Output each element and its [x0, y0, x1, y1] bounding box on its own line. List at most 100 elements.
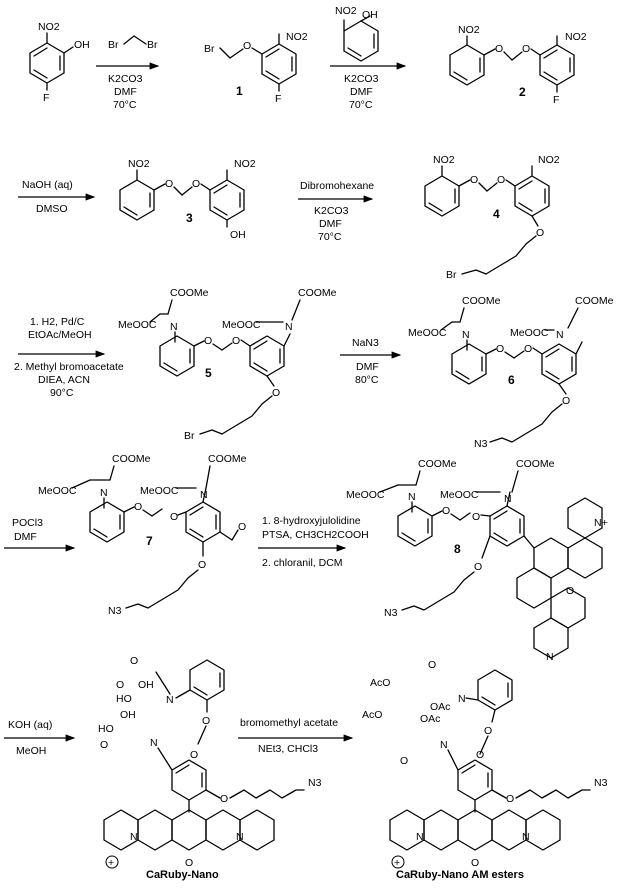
cond-s2-a: K2CO3: [344, 73, 379, 85]
label-aco-10b: AcO: [362, 709, 382, 721]
label-o-10a: O: [428, 659, 436, 671]
label-n-5a: N: [170, 321, 178, 333]
cond-s4-b: K2CO3: [314, 205, 349, 217]
label-meooc-8b: MeOOC: [440, 489, 479, 501]
label-n-8c: N: [546, 651, 554, 663]
label-n-9d: N: [236, 831, 244, 843]
cond-s3-b: DMSO: [36, 203, 68, 215]
label-o-2a: O: [495, 43, 503, 55]
label-no2-2a: NO2: [458, 24, 480, 36]
label-no2-1: NO2: [286, 31, 308, 43]
label-o-8a: O: [442, 505, 450, 517]
label-o-5c: O: [272, 387, 280, 399]
label-n3-7: N3: [108, 605, 122, 617]
label-o-8c: O: [474, 561, 482, 573]
label-meooc-5a: MeOOC: [118, 319, 157, 331]
label-oh-3: OH: [230, 229, 246, 241]
label-n-6a: N: [462, 329, 470, 341]
label-meooc-7b: MeOOC: [140, 485, 179, 497]
cond-s1-c: 70°C: [113, 99, 137, 111]
label-n-6b: N: [556, 329, 564, 341]
caruby-nano-am-esters-structure: N O AcO OAc O O N AcO OAc O O N3 O N N +: [362, 659, 608, 869]
compound-3-structure: NO2 O O NO2 OH: [119, 158, 256, 241]
cond-s10-b: NEt3, CHCl3: [258, 743, 318, 755]
cond-s5-c: 2. Methyl bromoacetate: [14, 361, 124, 373]
label-coome-8a: COOMe: [418, 458, 457, 470]
reagent-dibromoethane: Br Br: [108, 35, 158, 51]
label-ho-9a: HO: [116, 693, 132, 705]
label-meooc-6b: MeOOC: [510, 327, 549, 339]
cond-s8-c: 2. chloranil, DCM: [262, 557, 343, 569]
label-o-9e: O: [100, 739, 108, 751]
cond-s8-b: PTSA, CH3CH2COOH: [262, 529, 369, 541]
label-coome-7a: COOMe: [112, 453, 151, 465]
label-coome-6a: COOMe: [462, 295, 501, 307]
label-plus-10: +: [394, 857, 400, 869]
label-o-9ring: O: [185, 857, 193, 869]
label-n3-8: N3: [384, 607, 398, 619]
label-o-9a: O: [130, 655, 138, 667]
label-o-9f: O: [220, 793, 228, 805]
label-f-2: F: [553, 94, 559, 106]
cond-s1-b: DMF: [114, 86, 137, 98]
label-coome-5b: COOMe: [298, 287, 337, 299]
label-no2-2b: NO2: [565, 31, 587, 43]
label-n-7a: N: [100, 487, 108, 499]
label-n3-10: N3: [594, 777, 608, 789]
label-no2-r2: NO2: [335, 5, 357, 17]
compound-8-structure: COOMe MeOOC N O O N COOMe MeOOC O N3: [346, 458, 608, 663]
label-o-4c: O: [536, 227, 544, 239]
cond-s4-d: 70°C: [318, 231, 342, 243]
compound-label-3: 3: [186, 211, 193, 225]
label-no2-3a: NO2: [128, 158, 150, 170]
cond-s8-a: 1. 8-hydroxyjulolidine: [262, 515, 361, 527]
label-f-1: F: [275, 93, 281, 105]
compound-7-structure: COOMe MeOOC N O O N COOMe MeOOC O O N3: [38, 453, 247, 617]
cond-s5-b: EtOAc/MeOH: [28, 329, 92, 341]
reagent-nitrophenol: NO2 OH: [335, 5, 379, 62]
cond-s2-b: DMF: [350, 86, 373, 98]
compound-4-structure: NO2 O O NO2 O Br: [424, 154, 560, 281]
cond-s3-a: NaOH (aq): [22, 179, 73, 191]
label-no2: NO2: [38, 21, 60, 33]
label-o-4a: O: [470, 174, 478, 186]
caruby-nano-structure: N O O HO OH O O N OH HO O O N3 O N N +: [98, 655, 322, 869]
label-br-b: Br: [147, 39, 158, 51]
cond-s5-e: 90°C: [50, 387, 74, 399]
label-n-8b: N: [504, 493, 512, 505]
label-o-10d: O: [400, 755, 408, 767]
cond-s4-a: Dibromohexane: [300, 180, 374, 192]
label-o-8ring: O: [566, 585, 574, 597]
label-n-8a: N: [408, 491, 416, 503]
label-br-4: Br: [446, 269, 457, 281]
label-o-10c: O: [476, 749, 484, 761]
cond-s5-d: DIEA, ACN: [38, 374, 90, 386]
compound-label-6: 6: [508, 373, 515, 387]
compound-5-structure: COOMe MeOOC N O O N COOMe MeOOC O Br: [118, 287, 337, 442]
label-oh: OH: [74, 39, 90, 51]
label-o-9d: O: [190, 749, 198, 761]
label-aco-10a: AcO: [370, 677, 390, 689]
compound-name-caruby-nano-am-esters: CaRuby-Nano AM esters: [396, 869, 524, 881]
label-nplus-8: N+: [594, 517, 608, 529]
label-oac-10b: OAc: [420, 713, 440, 725]
label-o-6c: O: [562, 395, 570, 407]
label-o-10ring: O: [471, 857, 479, 869]
label-n-10b: N: [440, 739, 448, 751]
label-f: F: [43, 92, 49, 104]
cond-s7-a: POCl3: [12, 517, 43, 529]
label-o-10e: O: [506, 793, 514, 805]
label-o-5a: O: [204, 335, 212, 347]
label-n-9c: N: [130, 831, 138, 843]
label-o-1: O: [243, 40, 251, 52]
label-coome-8b: COOMe: [516, 458, 555, 470]
compound-label-5: 5: [205, 366, 212, 380]
label-n3-9: N3: [308, 777, 322, 789]
label-o-9b: O: [116, 679, 124, 691]
compound-label-7: 7: [146, 534, 153, 548]
label-o-7a: O: [134, 501, 142, 513]
label-no2-4a: NO2: [433, 154, 455, 166]
label-ho-9b: HO: [98, 723, 114, 735]
